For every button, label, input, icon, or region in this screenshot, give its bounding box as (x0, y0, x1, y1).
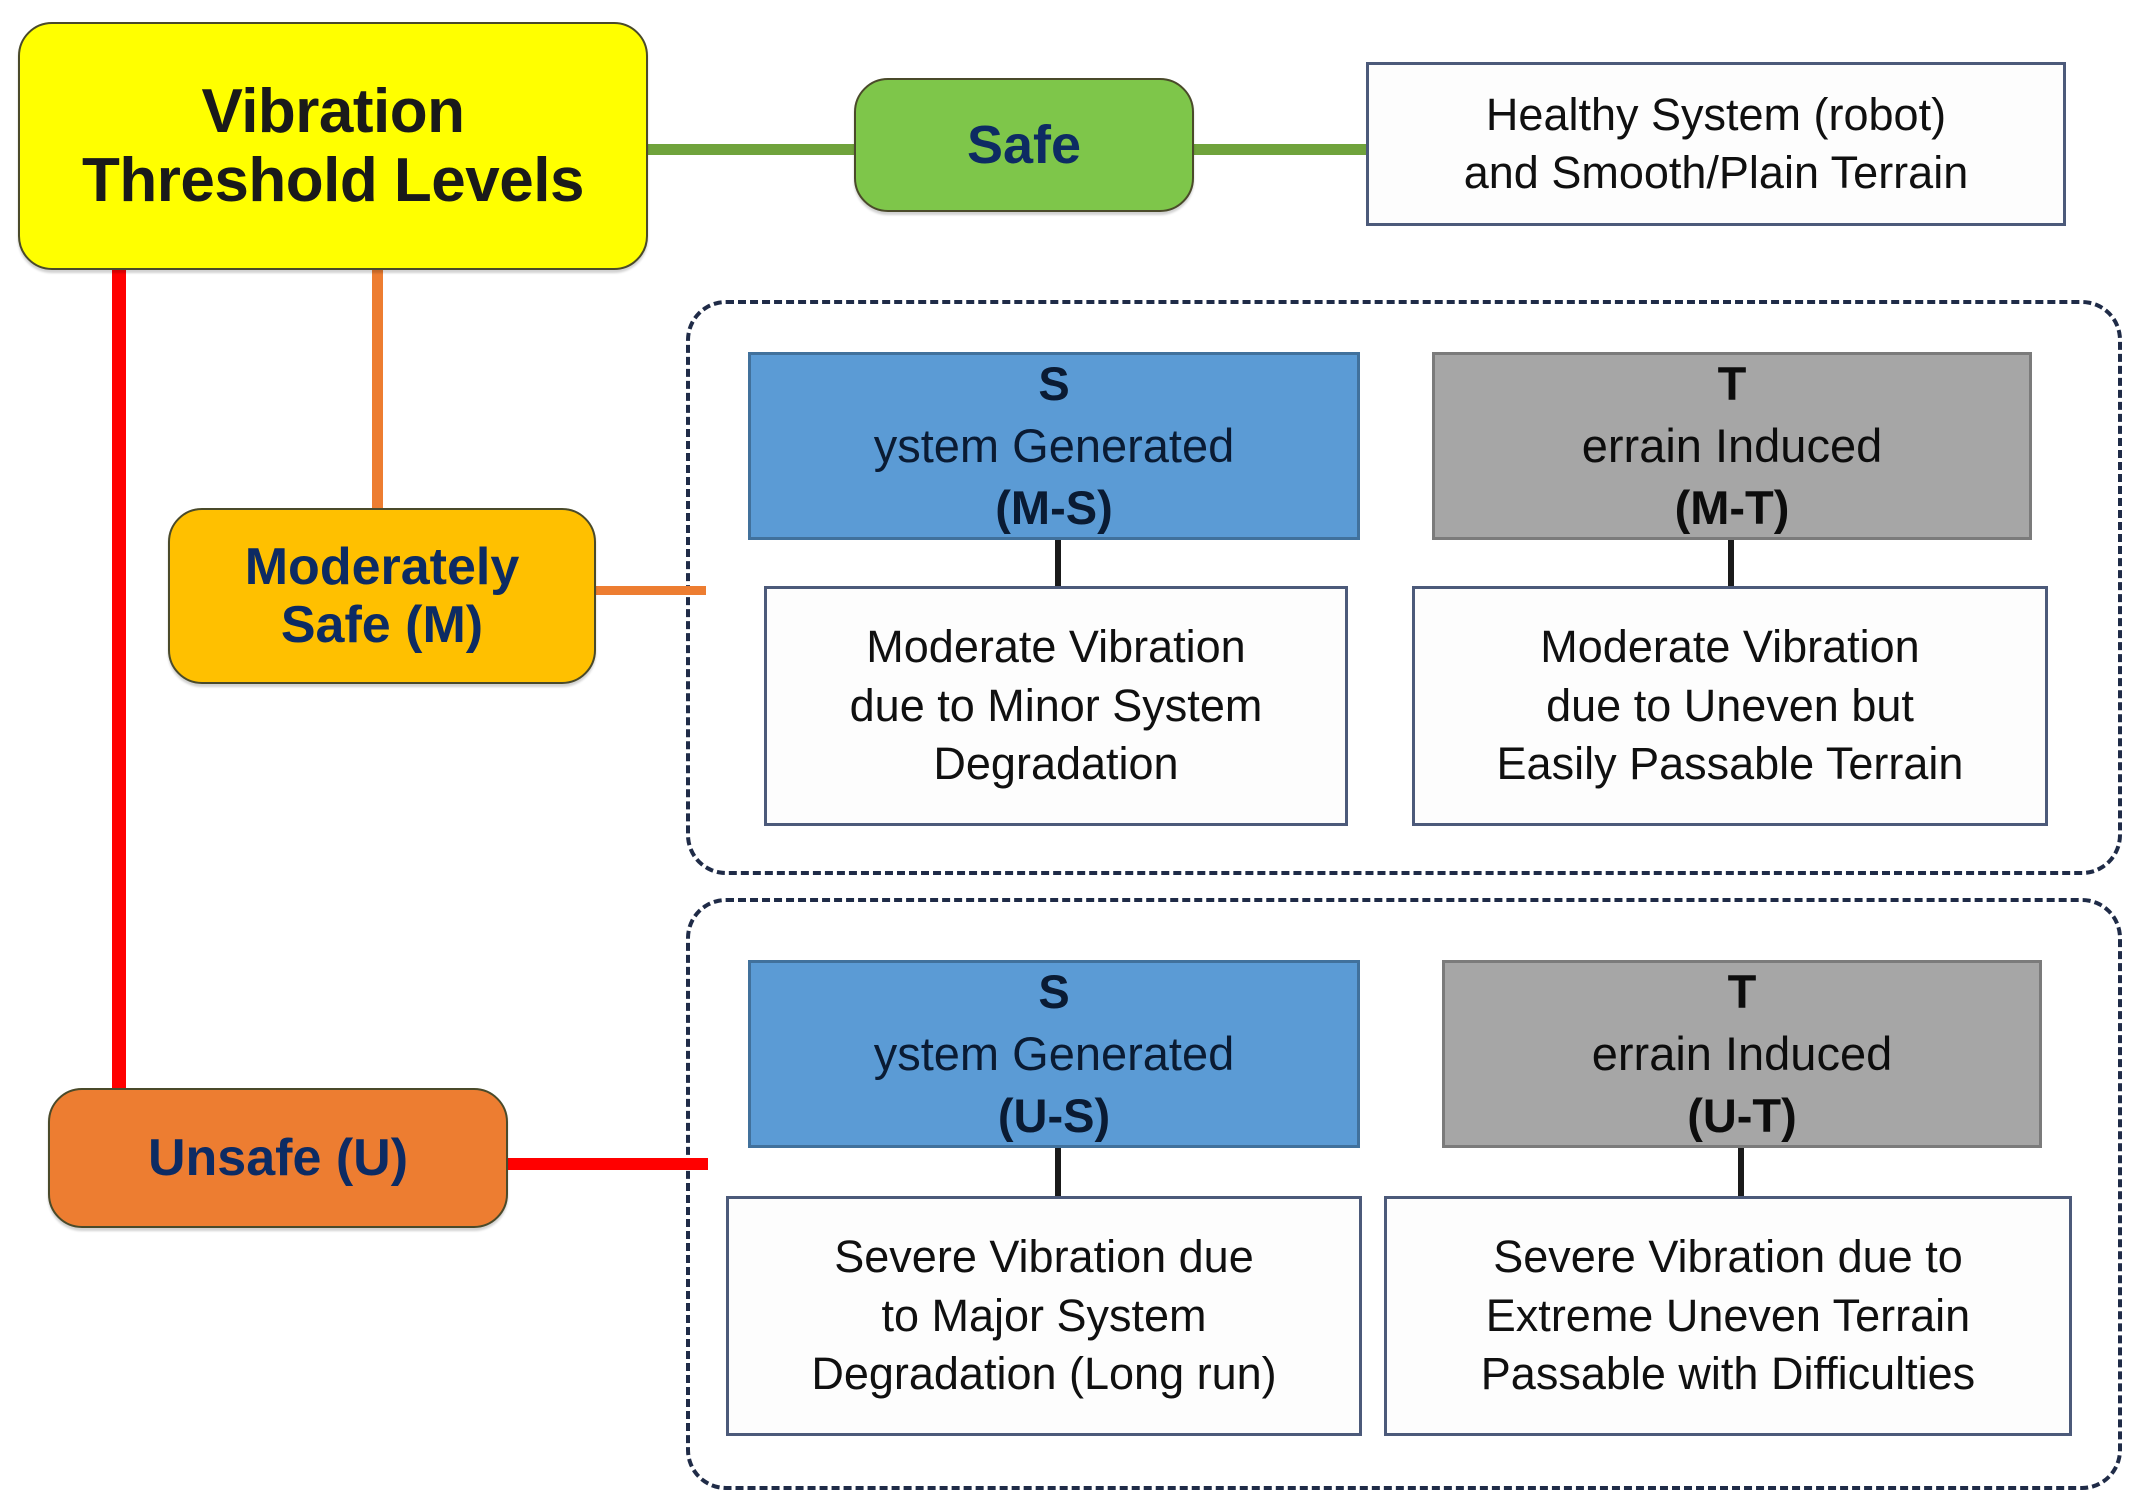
u-s-desc-line2: to Major System (881, 1289, 1207, 1341)
m-t-initial: T (1717, 356, 1747, 410)
root-label-line2: Threshold Levels (82, 146, 584, 215)
connector-mt-to-description (1728, 539, 1734, 587)
u-s-desc-line1: Severe Vibration due (834, 1231, 1254, 1283)
m-s-initial: S (1038, 356, 1070, 410)
safe-desc-line1: Healthy System (robot) (1485, 88, 1947, 140)
moderate-label-line2: Safe (M) (280, 596, 484, 654)
m-t-code: (M-T) (1674, 481, 1790, 535)
m-t-desc-line2: due to Uneven but (1546, 679, 1914, 731)
moderately-safe-label: Moderately Safe (M) (170, 538, 594, 654)
m-s-rest: ystem Generated (873, 418, 1235, 472)
m-t-description-text: Moderate Vibration due to Uneven but Eas… (1425, 618, 2035, 794)
u-s-description-text: Severe Vibration due to Major System Deg… (739, 1228, 1349, 1404)
node-moderately-safe[interactable]: Moderately Safe (M) (168, 508, 596, 684)
u-s-code: (U-S) (997, 1089, 1111, 1143)
m-t-rest: errain Induced (1581, 418, 1883, 472)
moderate-label-line1: Moderately (244, 537, 520, 596)
u-s-initial: S (1038, 964, 1070, 1018)
unsafe-label: Unsafe (U) (147, 1128, 409, 1187)
m-s-code: (M-S) (995, 481, 1113, 535)
u-t-description-text: Severe Vibration due to Extreme Uneven T… (1397, 1228, 2059, 1404)
node-safe[interactable]: Safe (854, 78, 1194, 212)
m-s-desc-line2: due to Minor System (849, 679, 1263, 731)
u-t-initial: T (1727, 964, 1757, 1018)
connector-us-to-description (1055, 1148, 1061, 1196)
connector-ut-to-description (1738, 1148, 1744, 1196)
group-frame-unsafe (686, 898, 2122, 1490)
safe-label: Safe (966, 114, 1082, 175)
connector-root-to-safe (648, 144, 858, 155)
u-t-desc-line2: Extreme Uneven Terrain (1485, 1289, 1971, 1341)
description-m-s: Moderate Vibration due to Minor System D… (764, 586, 1348, 826)
u-t-desc-line3: Passable with Difficulties (1480, 1348, 1976, 1400)
m-s-description-text: Moderate Vibration due to Minor System D… (777, 618, 1335, 794)
connector-root-to-moderate (372, 268, 383, 508)
description-safe: Healthy System (robot) and Smooth/Plain … (1366, 62, 2066, 226)
connector-root-to-unsafe (112, 268, 126, 1108)
u-s-rest: ystem Generated (873, 1026, 1235, 1080)
m-s-desc-line1: Moderate Vibration (866, 621, 1246, 673)
connector-safe-to-description (1194, 144, 1366, 155)
m-s-desc-line3: Degradation (933, 738, 1179, 790)
description-u-s: Severe Vibration due to Major System Deg… (726, 1196, 1362, 1436)
u-s-desc-line3: Degradation (Long run) (811, 1348, 1277, 1400)
u-t-rest: errain Induced (1591, 1026, 1893, 1080)
m-t-desc-line1: Moderate Vibration (1540, 621, 1920, 673)
description-m-t: Moderate Vibration due to Uneven but Eas… (1412, 586, 2048, 826)
description-u-t: Severe Vibration due to Extreme Uneven T… (1384, 1196, 2072, 1436)
connector-ms-to-description (1055, 539, 1061, 587)
root-label: Vibration Threshold Levels (20, 77, 646, 216)
root-label-line1: Vibration (201, 76, 465, 146)
connector-moderate-to-group (596, 586, 706, 595)
description-safe-text: Healthy System (robot) and Smooth/Plain … (1379, 86, 2053, 203)
m-t-desc-line3: Easily Passable Terrain (1496, 738, 1964, 790)
u-t-desc-line1: Severe Vibration due to (1493, 1231, 1963, 1283)
u-t-code: (U-T) (1687, 1089, 1797, 1143)
connector-unsafe-to-group (508, 1158, 708, 1170)
node-unsafe[interactable]: Unsafe (U) (48, 1088, 508, 1228)
safe-desc-line2: and Smooth/Plain Terrain (1463, 147, 1969, 198)
node-vibration-threshold-levels[interactable]: Vibration Threshold Levels (18, 22, 648, 270)
